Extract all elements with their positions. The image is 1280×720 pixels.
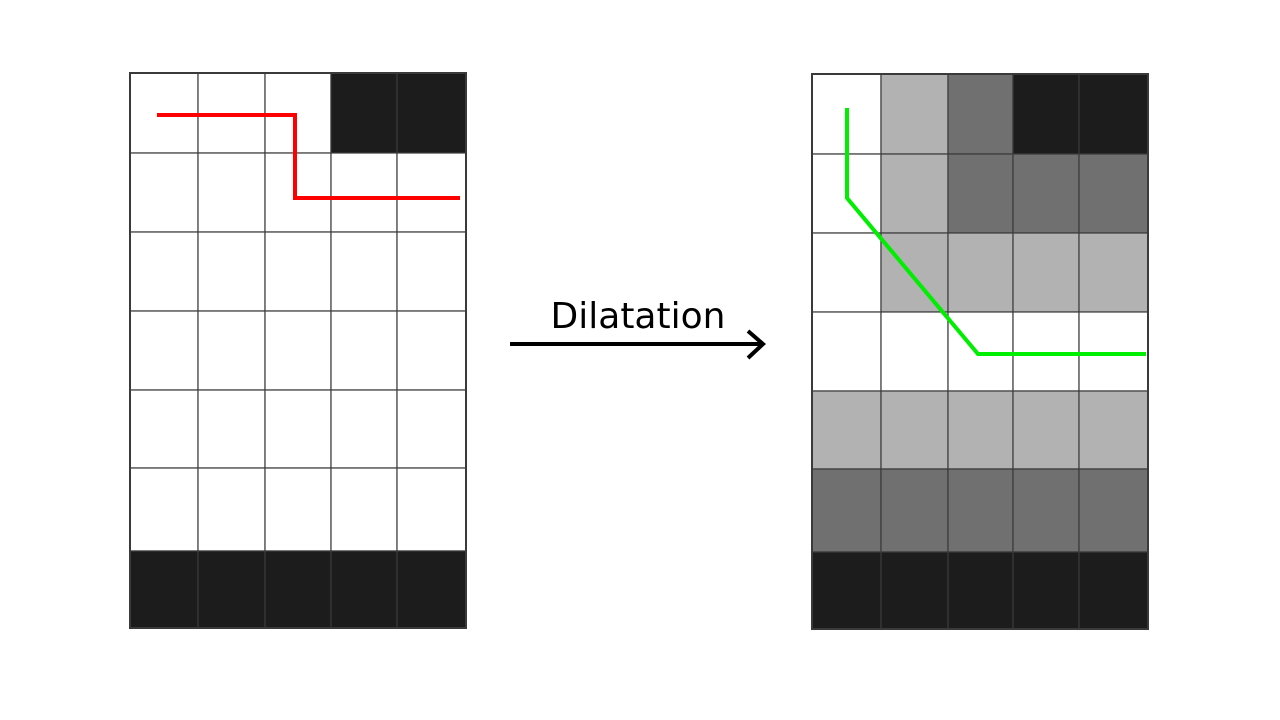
grid-cell-light-gray: [880, 153, 949, 234]
grid-cell-dark-gray: [947, 153, 1014, 234]
grid-cell-black: [1012, 73, 1080, 155]
grid-cell-white: [264, 231, 332, 312]
grid-cell-white: [396, 152, 467, 233]
grid-cell-black: [1078, 551, 1149, 630]
grid-cell-white: [197, 231, 266, 312]
grid-cell-white: [197, 467, 266, 552]
grid-cell-light-gray: [947, 232, 1014, 313]
grid-cell-dark-gray: [947, 73, 1014, 155]
path-after-green: [845, 108, 1146, 356]
grid-cell-white: [396, 310, 467, 391]
grid-cell-white: [396, 389, 467, 469]
grid-cell-white: [129, 310, 199, 391]
grid-cell-white: [330, 467, 398, 552]
grid-cell-white: [264, 152, 332, 233]
grid-cell-black: [330, 550, 398, 629]
grid-after-frame: [811, 73, 1149, 630]
grid-cell-dark-gray: [1078, 468, 1149, 553]
grid-before-dilation: [129, 72, 467, 629]
grid-cell-white: [811, 232, 882, 313]
grid-cell-white: [330, 310, 398, 391]
grid-cell-white: [197, 389, 266, 469]
grid-cell-dark-gray: [880, 468, 949, 553]
grid-cell-black: [1012, 551, 1080, 630]
grid-cell-black: [330, 72, 398, 154]
grid-cell-black: [811, 551, 882, 630]
grid-cell-light-gray: [1078, 390, 1149, 470]
grid-cell-white: [330, 231, 398, 312]
grid-cell-dark-gray: [811, 468, 882, 553]
grid-cell-white: [396, 231, 467, 312]
grid-cell-black: [264, 550, 332, 629]
grid-cell-white: [947, 311, 1014, 392]
grid-cell-white: [330, 389, 398, 469]
grid-cell-white: [1012, 311, 1080, 392]
grid-before-frame: [129, 72, 467, 629]
grid-cell-light-gray: [880, 73, 949, 155]
arrow-head: [746, 329, 766, 360]
grid-cell-black: [880, 551, 949, 630]
grid-cell-light-gray: [1012, 232, 1080, 313]
grid-cell-light-gray: [880, 390, 949, 470]
grid-cell-white: [129, 467, 199, 552]
grid-cell-white: [264, 389, 332, 469]
grid-cell-white: [811, 311, 882, 392]
grid-cell-light-gray: [947, 390, 1014, 470]
grid-cell-black: [396, 550, 467, 629]
grid-cell-white: [197, 310, 266, 391]
grid-cell-black: [197, 550, 266, 629]
grid-cell-white: [129, 231, 199, 312]
grid-cell-light-gray: [1078, 232, 1149, 313]
arrow-label: Dilatation: [551, 296, 726, 337]
grid-cell-light-gray: [811, 390, 882, 470]
grid-after-dilation: [811, 73, 1149, 630]
grid-cell-white: [396, 467, 467, 552]
grid-cell-dark-gray: [1078, 153, 1149, 234]
grid-cell-white: [1078, 311, 1149, 392]
grid-cell-white: [264, 310, 332, 391]
grid-cell-dark-gray: [1012, 153, 1080, 234]
grid-cell-black: [129, 550, 199, 629]
grid-cell-white: [880, 311, 949, 392]
grid-cell-dark-gray: [1012, 468, 1080, 553]
grid-cell-light-gray: [1012, 390, 1080, 470]
path-before-red: [157, 113, 460, 200]
grid-cell-black: [947, 551, 1014, 630]
grid-cell-white: [129, 389, 199, 469]
grid-cell-black: [1078, 73, 1149, 155]
grid-cell-dark-gray: [947, 468, 1014, 553]
grid-cell-light-gray: [880, 232, 949, 313]
grid-cell-white: [264, 467, 332, 552]
grid-cell-white: [129, 152, 199, 233]
grid-cell-black: [396, 72, 467, 154]
grid-cell-white: [330, 152, 398, 233]
grid-cell-white: [197, 152, 266, 233]
